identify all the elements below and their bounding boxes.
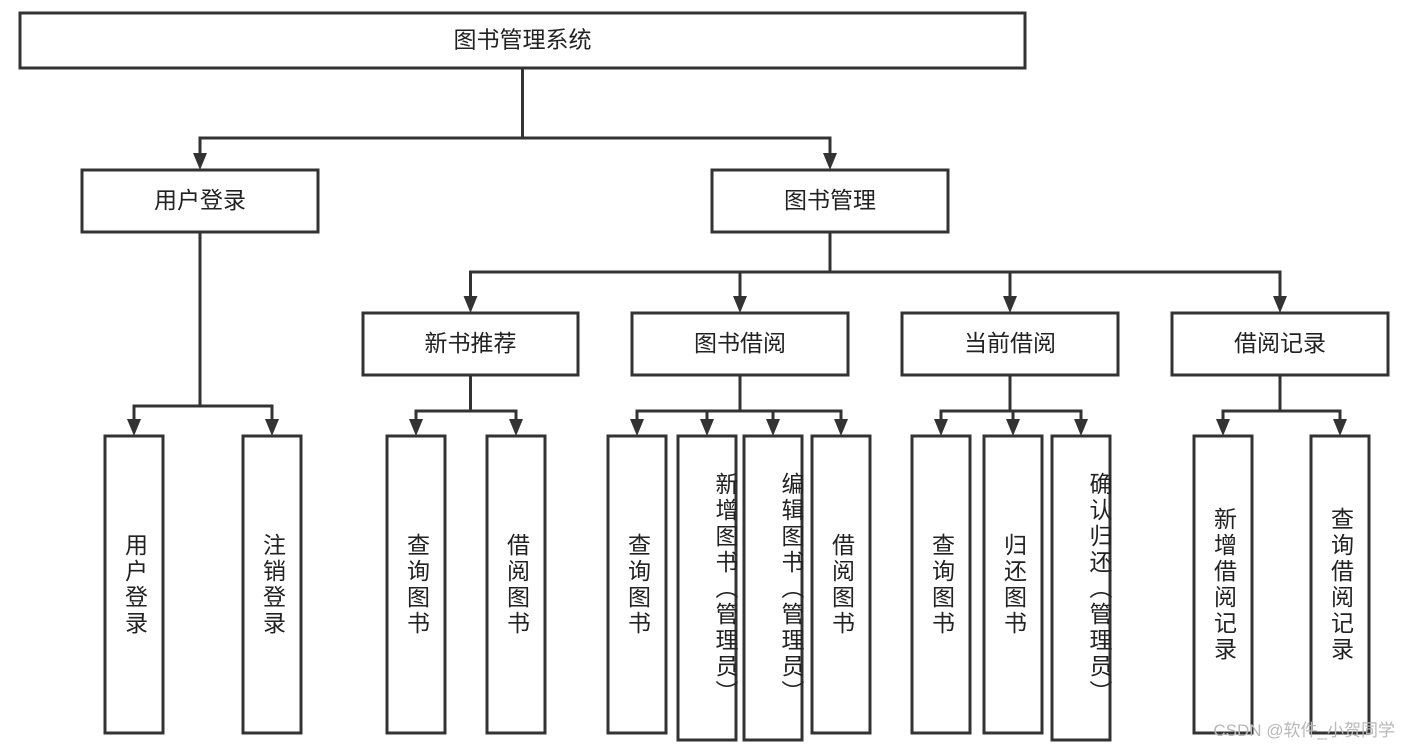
arrow-leaf-borrow-book-rec bbox=[509, 419, 523, 436]
node-label-borrow-record: 借阅记录 bbox=[1234, 330, 1326, 356]
node-box-leaf-confirm-return bbox=[1050, 434, 1112, 742]
arrow-leaf-query-book-bb bbox=[630, 419, 644, 436]
arrow-user-login bbox=[193, 153, 207, 170]
boxes-layer bbox=[18, 11, 1390, 742]
node-box-new-book-recommend bbox=[361, 311, 580, 377]
node-label-user-login: 用户登录 bbox=[154, 187, 246, 213]
node-box-current-borrow bbox=[900, 311, 1120, 377]
node-leaf-return-book[interactable] bbox=[982, 434, 1044, 735]
connectors-layer bbox=[127, 66, 1347, 436]
node-leaf-add-book[interactable] bbox=[676, 434, 738, 742]
node-box-user-login bbox=[80, 168, 320, 234]
node-box-leaf-return-book bbox=[982, 434, 1044, 735]
arrow-leaf-confirm-return bbox=[1074, 419, 1088, 436]
node-box-leaf-query-book-cb bbox=[910, 434, 972, 735]
node-box-leaf-add-record bbox=[1192, 434, 1254, 735]
node-box-leaf-query-record bbox=[1309, 434, 1371, 735]
node-leaf-confirm-return[interactable] bbox=[1050, 434, 1112, 742]
node-label-new-book-recommend: 新书推荐 bbox=[425, 330, 517, 356]
node-label-current-borrow: 当前借阅 bbox=[964, 330, 1056, 356]
arrow-book-borrow bbox=[733, 296, 747, 313]
node-box-leaf-logout bbox=[241, 434, 303, 735]
node-label-book-borrow: 图书借阅 bbox=[694, 330, 786, 356]
node-book-manage[interactable] bbox=[710, 168, 950, 234]
arrow-leaf-query-book-cb bbox=[934, 419, 948, 436]
arrow-leaf-logout bbox=[265, 419, 279, 436]
node-leaf-add-record[interactable] bbox=[1192, 434, 1254, 735]
arrow-new-book-recommend bbox=[463, 296, 478, 313]
node-label-book-manage: 图书管理 bbox=[784, 187, 876, 213]
node-box-leaf-borrow-book-rec bbox=[485, 434, 547, 735]
node-leaf-edit-book[interactable] bbox=[742, 434, 804, 742]
node-leaf-query-book-rec[interactable] bbox=[385, 434, 447, 735]
node-leaf-user-login[interactable] bbox=[103, 434, 165, 735]
node-box-borrow-record bbox=[1170, 311, 1390, 377]
node-label-root: 图书管理系统 bbox=[454, 27, 592, 53]
node-box-leaf-add-book bbox=[676, 434, 738, 742]
arrow-leaf-query-record bbox=[1333, 419, 1347, 436]
arrow-current-borrow bbox=[1003, 296, 1017, 313]
node-box-leaf-user-login bbox=[103, 434, 165, 735]
node-box-root bbox=[18, 11, 1027, 70]
node-box-leaf-edit-book bbox=[742, 434, 804, 742]
node-leaf-borrow-book-rec[interactable] bbox=[485, 434, 547, 735]
arrow-leaf-add-book bbox=[700, 419, 714, 436]
node-box-book-borrow bbox=[630, 311, 850, 377]
arrow-leaf-return-book bbox=[1006, 419, 1020, 436]
arrow-leaf-borrow-book-bb bbox=[834, 419, 848, 436]
arrow-book-manage bbox=[823, 153, 837, 170]
arrow-leaf-add-record bbox=[1216, 419, 1230, 436]
node-box-leaf-borrow-book-bb bbox=[810, 434, 872, 735]
arrow-leaf-query-book-rec bbox=[409, 419, 423, 436]
node-new-book-recommend[interactable] bbox=[361, 311, 580, 377]
node-root[interactable] bbox=[18, 11, 1027, 70]
arrow-borrow-record bbox=[1273, 296, 1287, 313]
arrow-leaf-user-login bbox=[127, 419, 141, 436]
node-leaf-borrow-book-bb[interactable] bbox=[810, 434, 872, 735]
node-leaf-logout[interactable] bbox=[241, 434, 303, 735]
node-box-leaf-query-book-bb bbox=[606, 434, 668, 735]
node-box-book-manage bbox=[710, 168, 950, 234]
arrow-leaf-edit-book bbox=[766, 419, 780, 436]
node-user-login[interactable] bbox=[80, 168, 320, 234]
node-current-borrow[interactable] bbox=[900, 311, 1120, 377]
node-box-leaf-query-book-rec bbox=[385, 434, 447, 735]
node-leaf-query-record[interactable] bbox=[1309, 434, 1371, 735]
node-book-borrow[interactable] bbox=[630, 311, 850, 377]
node-borrow-record[interactable] bbox=[1170, 311, 1390, 377]
watermark-text: CSDN @软件_小贺同学 bbox=[1213, 721, 1395, 740]
node-leaf-query-book-cb[interactable] bbox=[910, 434, 972, 735]
node-leaf-query-book-bb[interactable] bbox=[606, 434, 668, 735]
